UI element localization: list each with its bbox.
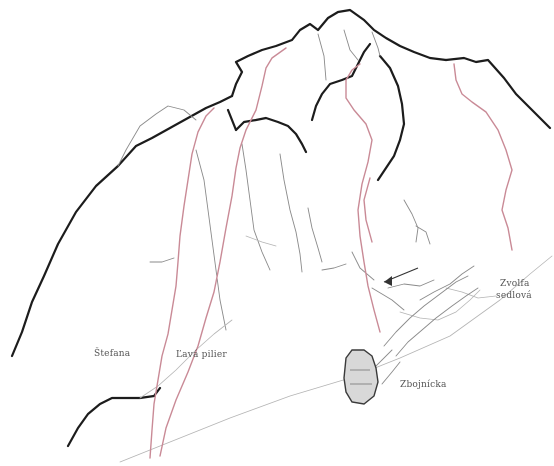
rock-detail-lines [118, 30, 474, 330]
rock-outline [12, 10, 550, 446]
hut-icon [344, 350, 378, 404]
route-right [454, 64, 512, 250]
route-left [150, 108, 214, 458]
arrow-icon [384, 268, 418, 286]
route-centre [346, 64, 380, 332]
label-right-route-top: Zvolfa [500, 279, 530, 289]
label-left-route-a: Štefana [94, 347, 131, 359]
rock-faint-lines [120, 236, 552, 462]
label-left-route-b: Ľavá pilier [176, 349, 227, 360]
label-hut: Zbojnícka [400, 379, 447, 390]
route-right-b [364, 178, 372, 242]
label-right-route-bottom: sedlová [496, 290, 532, 301]
